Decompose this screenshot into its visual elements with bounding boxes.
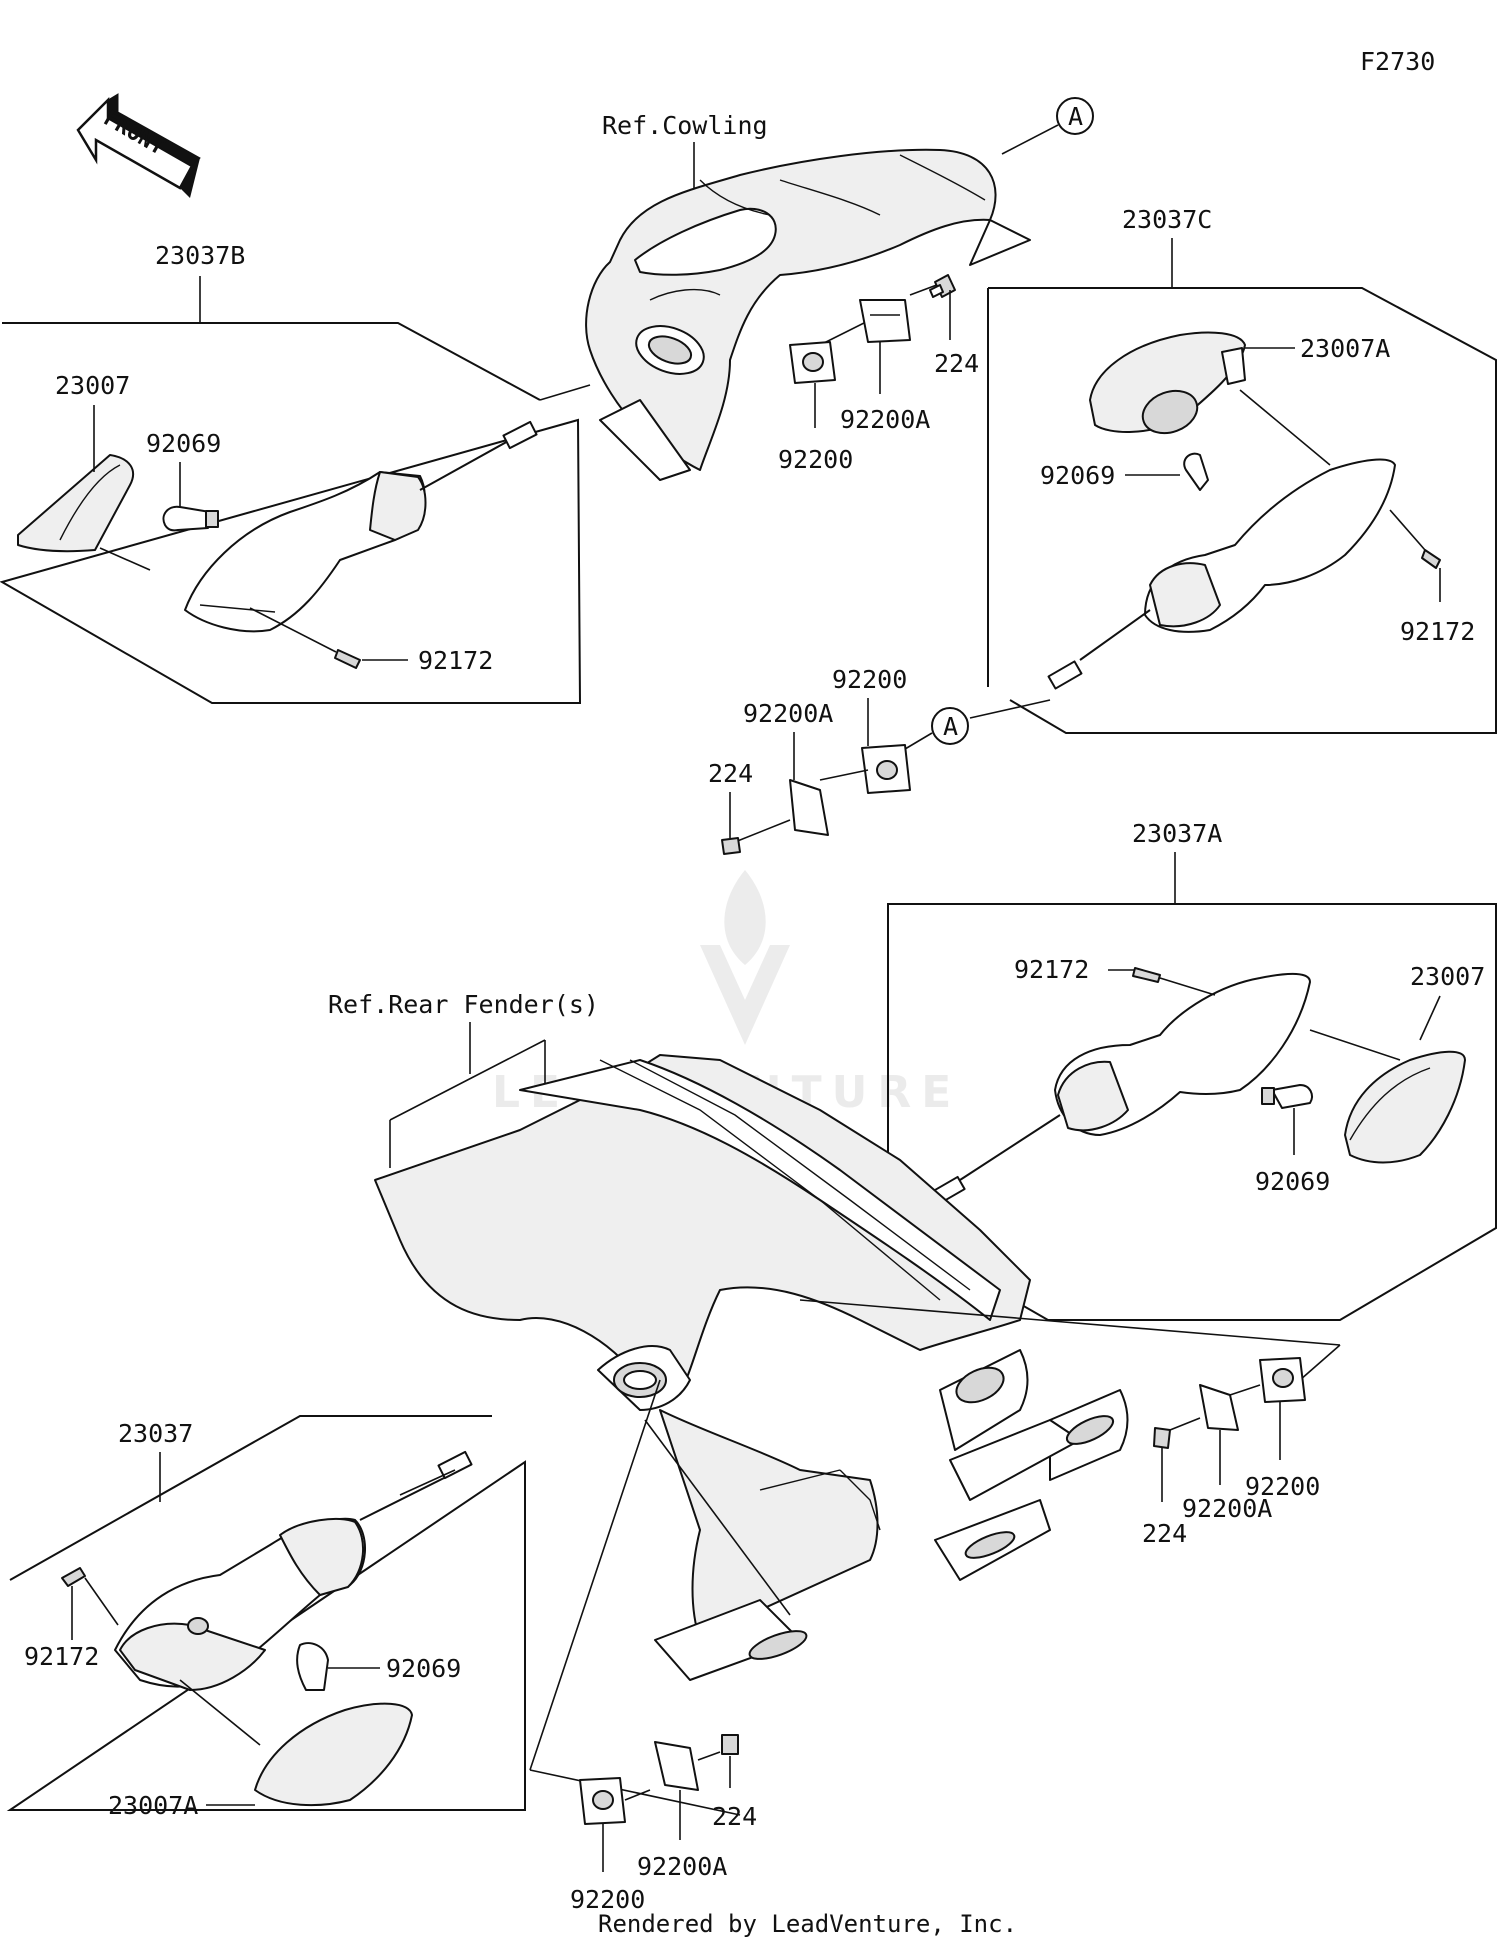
group-23037B-label: 23037B: [155, 241, 245, 270]
label-92200A-mid: 92200A: [743, 699, 833, 728]
callout-a-label: A: [1068, 102, 1083, 131]
top-hardware: 224 92200A 92200: [778, 274, 979, 474]
label-92069-r: 92069: [1255, 1167, 1330, 1196]
label-92200-mid: 92200: [832, 665, 907, 694]
label-92200-top: 92200: [778, 445, 853, 474]
label-224-top: 224: [934, 349, 979, 378]
front-arrow-icon: FRONT: [76, 93, 201, 198]
label-92200A-top: 92200A: [840, 405, 930, 434]
group-23037C-label: 23037C: [1122, 205, 1212, 234]
label-92200A-b: 92200A: [637, 1852, 727, 1881]
middle-hardware: A 92200 92200A 224: [708, 665, 1051, 855]
label-92069-tl: 92069: [146, 429, 221, 458]
group-23037: 23037 92172 92069 23007A: [6, 1415, 526, 1820]
group-23037B: 23037B 23007 92069 92172: [0, 241, 591, 704]
label-92200A-br: 92200A: [1182, 1494, 1272, 1523]
rear-fender-ref-part: Ref.Rear Fender(s): [328, 990, 1341, 1771]
label-224-mid: 224: [708, 759, 753, 788]
ref-rear-fender-label: Ref.Rear Fender(s): [328, 990, 599, 1019]
bottom-hardware: 224 92200A 92200: [529, 1734, 757, 1914]
figure-code: F2730: [1360, 47, 1435, 76]
label-224-b: 224: [712, 1802, 757, 1831]
group-23037-label: 23037: [118, 1419, 193, 1448]
label-23007A-bl: 23007A: [108, 1791, 198, 1820]
ref-cowling-label: Ref.Cowling: [602, 111, 768, 140]
label-92069-tr: 92069: [1040, 461, 1115, 490]
group-23037A-label: 23037A: [1132, 819, 1222, 848]
label-92172-bl: 92172: [24, 1642, 99, 1671]
label-23007A-tr: 23007A: [1300, 334, 1390, 363]
callout-a-mid-label: A: [943, 712, 958, 741]
label-92200-b: 92200: [570, 1885, 645, 1914]
callout-a-top: A: [1001, 97, 1094, 155]
cowling-ref-part: Ref.Cowling: [585, 111, 1031, 481]
label-92172-tr: 92172: [1400, 617, 1475, 646]
bulb-92069-tl: [162, 505, 219, 532]
group-23037A: 23037A 92172 23007 92069: [887, 819, 1497, 1321]
label-92172-r: 92172: [1014, 955, 1089, 984]
right-lower-hardware: 92200 92200A 224: [1142, 1344, 1341, 1548]
footer-credit: Rendered by LeadVenture, Inc.: [598, 1910, 1017, 1938]
label-92069-bl: 92069: [386, 1654, 461, 1683]
label-92172-tl: 92172: [418, 646, 493, 675]
label-224-br: 224: [1142, 1519, 1187, 1548]
group-23037C: 23037C 23007A 92069 92172: [987, 205, 1497, 734]
label-23007-tl: 23007: [55, 371, 130, 400]
label-92200-br: 92200: [1245, 1472, 1320, 1501]
label-23007-r: 23007: [1410, 962, 1485, 991]
